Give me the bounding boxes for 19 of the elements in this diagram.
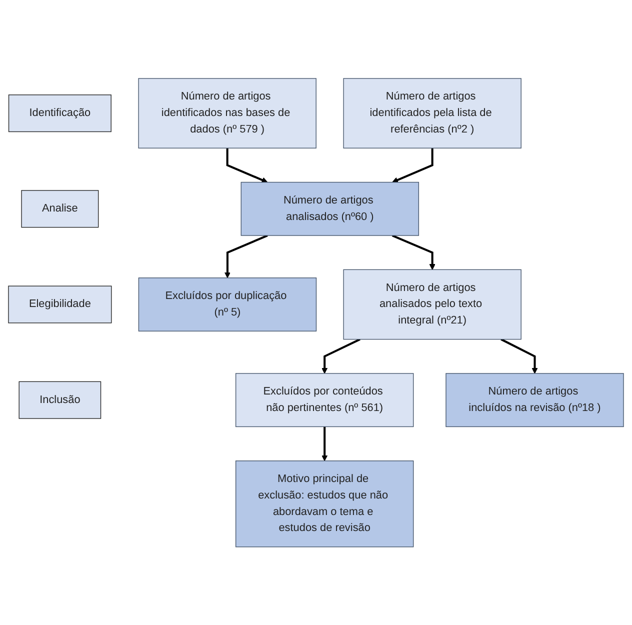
node-box: Elegibilidade [8, 286, 112, 324]
arrow [322, 426, 328, 461]
node-box: Número de artigos identificados pela lista de referências (nº2 ) [343, 78, 522, 148]
node-box: Número de artigos identificados nas bases de dados (nº 579 ) [138, 78, 316, 148]
node-box: Excluídos por duplicação (nº 5) [138, 277, 317, 332]
node-box: Número de artigos analisados pelo texto integral (nº21) [343, 269, 522, 340]
node-box: Motivo principal de exclusão: estudos que não abordavam o tema e estudos de revisão [235, 460, 414, 548]
arrow [224, 234, 268, 278]
node-box: Número de artigos analisados (nº60 ) [240, 182, 419, 236]
arrow [392, 148, 434, 183]
node-box: Identificação [8, 94, 112, 132]
node-box: Número de artigos incluídos na revisão (nº18 ) [446, 372, 624, 427]
arrow [392, 234, 436, 270]
arrow [226, 148, 268, 183]
arrow [322, 338, 360, 374]
node-box: Inclusão [18, 381, 102, 419]
node-box: Excluídos por conteúdos não pertinentes (nº 561) [235, 372, 414, 427]
arrow [500, 338, 538, 374]
node-box: Analise [21, 190, 99, 228]
